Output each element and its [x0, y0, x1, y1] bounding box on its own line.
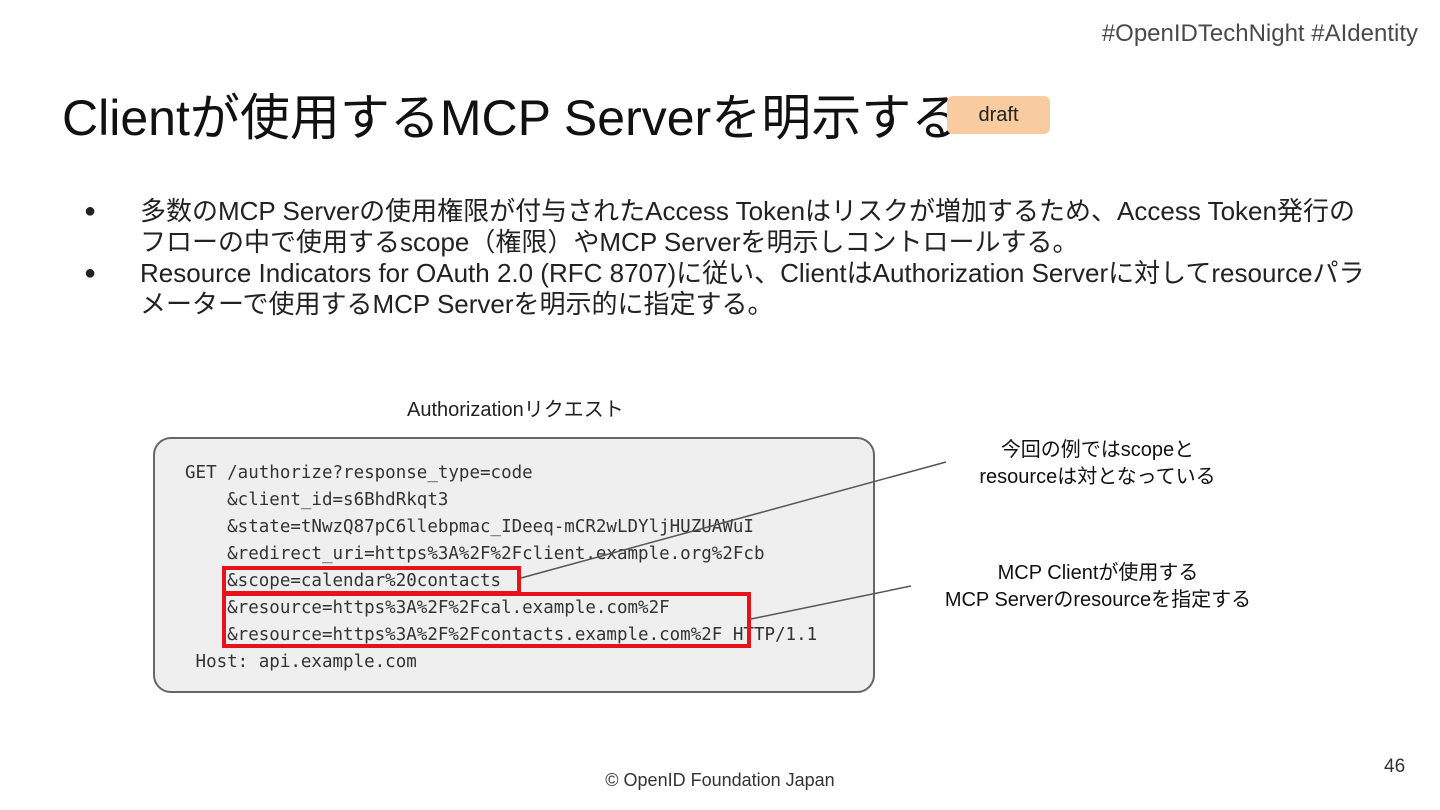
code-caption: Authorizationリクエスト [407, 399, 624, 421]
code-line: GET /authorize?response_type=code [185, 463, 533, 483]
code-line: &resource=https%3A%2F%2Fcal.example.com%… [185, 598, 670, 618]
resource-callout-line [750, 585, 912, 620]
code-block: GET /authorize?response_type=code &clien… [153, 437, 875, 693]
bullet-list: ● 多数のMCP Serverの使用権限が付与されたAccess Tokenはリ… [80, 196, 1370, 320]
bullet-dot-icon: ● [84, 200, 97, 222]
resource-note-line: MCP Serverのresourceを指定する [944, 589, 1252, 611]
code-line: &state=tNwzQ87pC6llebpmac_IDeeq-mCR2wLDY… [185, 517, 754, 537]
bullet-item: ● 多数のMCP Serverの使用権限が付与されたAccess Tokenはリ… [80, 196, 1370, 258]
resource-note-line: MCP Clientが使用する [997, 562, 1199, 584]
code-line: &redirect_uri=https%3A%2F%2Fclient.examp… [185, 544, 765, 564]
footer-copyright: © OpenID Foundation Japan [605, 770, 835, 790]
resource-note: MCP Clientが使用する MCP Serverのresourceを指定する [918, 560, 1278, 614]
hashtags: #OpenIDTechNight #AIdentity [1101, 20, 1418, 47]
bullet-item: ● Resource Indicators for OAuth 2.0 (RFC… [80, 258, 1370, 320]
code-line: Host: api.example.com [185, 652, 417, 672]
code-line: &scope=calendar%20contacts [185, 571, 502, 591]
bullet-text: Resource Indicators for OAuth 2.0 (RFC 8… [140, 258, 1365, 319]
draft-badge: draft [947, 96, 1050, 134]
resource-highlight-box [222, 592, 751, 648]
scope-note: 今回の例ではscopeと resourceは対となっている [960, 437, 1235, 491]
bullet-text: 多数のMCP Serverの使用権限が付与されたAccess Tokenはリスク… [140, 196, 1355, 257]
scope-note-line: 今回の例ではscopeと [1000, 439, 1195, 461]
scope-note-line: resourceは対となっている [979, 466, 1216, 488]
slide-title: Clientが使用するMCP Serverを明示する [62, 90, 962, 146]
scope-callout-line [520, 461, 947, 579]
code-line: &resource=https%3A%2F%2Fcontacts.example… [185, 625, 818, 645]
bullet-dot-icon: ● [84, 262, 97, 284]
code-line: &client_id=s6BhdRkqt3 [185, 490, 449, 510]
page-number: 46 [1384, 756, 1406, 777]
